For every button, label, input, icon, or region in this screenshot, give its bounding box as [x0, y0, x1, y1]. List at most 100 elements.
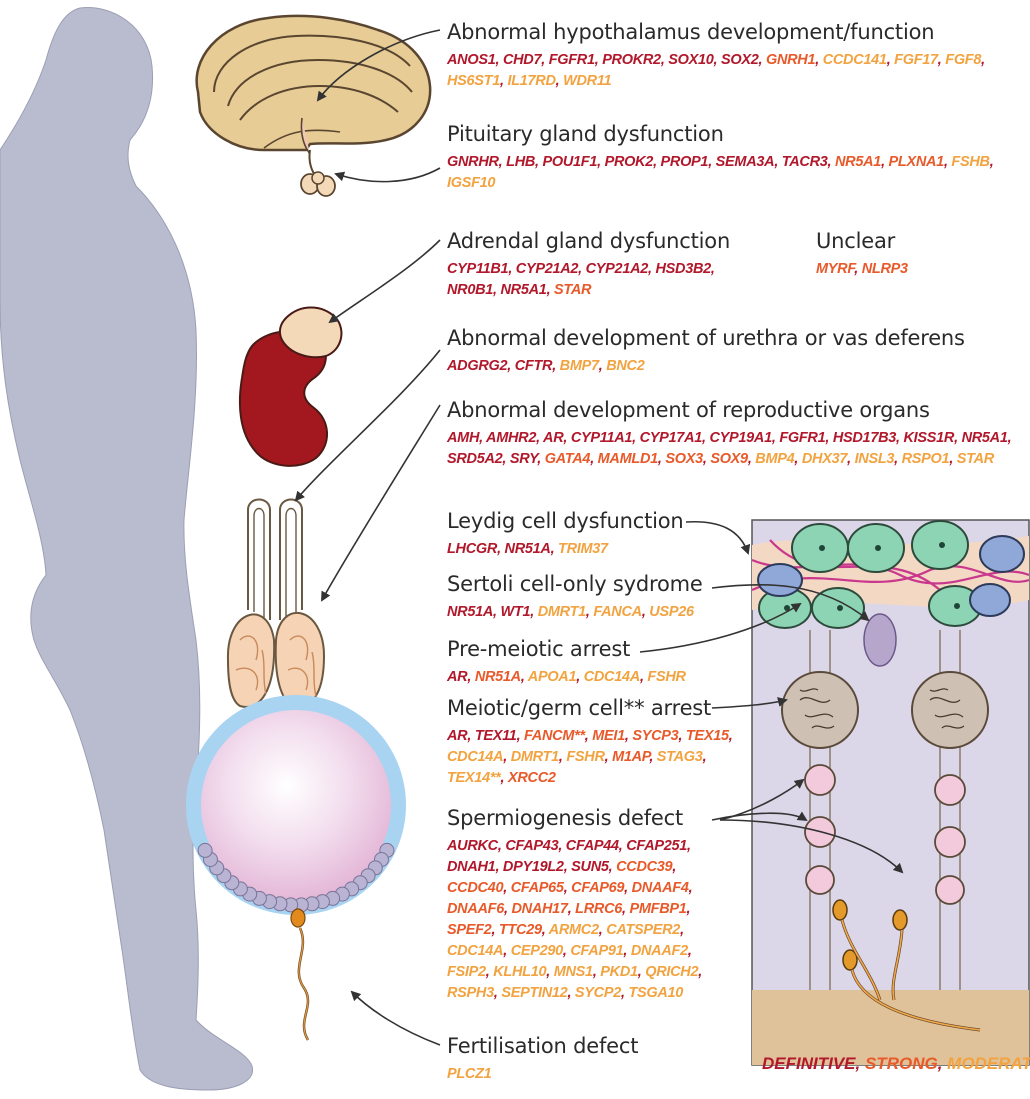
reproductive-title: Abnormal development of reproductive org… — [447, 398, 930, 422]
gene-separator: , — [774, 154, 781, 170]
gene-separator: , — [703, 749, 707, 765]
gene-separator: , — [479, 430, 486, 446]
gene-separator: , — [990, 154, 994, 170]
gene-separator: , — [794, 451, 801, 467]
gene-label: LHCGR — [447, 541, 497, 557]
gene-separator: , — [759, 52, 766, 68]
gene-separator: , — [672, 859, 676, 875]
gene-label: XRCC2 — [508, 770, 556, 786]
gene-separator: , — [653, 154, 660, 170]
gene-label: DMRT1 — [511, 749, 559, 765]
gene-separator: , — [815, 52, 822, 68]
gene-separator: , — [678, 728, 685, 744]
gene-label: PROKR2 — [602, 52, 661, 68]
meiotic-title: Meiotic/germ cell** arrest — [447, 696, 711, 720]
gene-label: MEI1 — [592, 728, 625, 744]
gene-label: FGF8 — [945, 52, 981, 68]
gene-separator: , — [729, 728, 733, 744]
gene-separator: , — [894, 451, 901, 467]
gene-label: STAR — [554, 282, 591, 298]
legend-strong: STRONG — [865, 1054, 938, 1073]
pituitary-genes: GNRHR, LHB, POU1F1, PROK2, PROP1, SEMA3A… — [447, 152, 1027, 194]
gene-label: TEX11 — [475, 728, 517, 744]
gene-label: DNAAF2 — [631, 943, 688, 959]
urethra-title: Abnormal development of urethra or vas d… — [447, 326, 965, 350]
gene-separator: , — [624, 880, 631, 896]
gene-separator: , — [503, 749, 510, 765]
adrenal-genes: CYP11B1, CYP21A2, CYP21A2, HSD3B2, NR0B1… — [447, 259, 767, 301]
gene-label: ANOS1 — [447, 52, 495, 68]
gene-separator: , — [847, 451, 854, 467]
gene-label: CDC14A — [447, 943, 503, 959]
legend-moderate: MODERATE — [947, 1054, 1030, 1073]
gene-separator: , — [590, 451, 597, 467]
gene-separator: , — [711, 261, 715, 277]
gene-label: STAG3 — [657, 749, 703, 765]
gene-separator: , — [825, 430, 832, 446]
sertoli-title: Sertoli cell-only sydrome — [447, 572, 703, 596]
gene-label: SYCP2 — [575, 985, 621, 1001]
gene-separator: , — [551, 541, 558, 557]
gene-label: FGF17 — [894, 52, 938, 68]
gene-separator: , — [567, 985, 574, 1001]
gene-separator: , — [541, 52, 548, 68]
gene-label: CFAP44 — [566, 838, 619, 854]
sertoli-genes: NR51A, WT1, DMRT1, FANCA, USP26 — [447, 602, 737, 623]
gene-separator: , — [521, 669, 528, 685]
gene-label: SRD5A2 — [447, 451, 502, 467]
gene-separator: , — [503, 880, 510, 896]
gene-label: CCDC40 — [447, 880, 503, 896]
gene-label: TEX14** — [447, 770, 501, 786]
gene-separator: , — [467, 669, 474, 685]
gene-separator: , — [896, 430, 903, 446]
gene-label: NR51A — [447, 604, 493, 620]
gene-label: DNAAF6 — [447, 901, 504, 917]
unclear-genes: MYRF, NLRP3 — [816, 259, 1016, 280]
gene-label: CFTR — [515, 358, 552, 374]
gene-label: CFAP91 — [570, 943, 623, 959]
gene-label: SOX2 — [721, 52, 759, 68]
brain-illustration — [197, 16, 431, 196]
gene-label: ARMC2 — [549, 922, 599, 938]
gene-separator: , — [689, 880, 693, 896]
gene-separator: , — [714, 52, 721, 68]
gene-label: GNRH1 — [766, 52, 815, 68]
gene-label: NR51A — [505, 541, 551, 557]
gene-label: POU1F1 — [543, 154, 598, 170]
gene-separator: , — [495, 52, 502, 68]
gene-separator: , — [493, 282, 500, 298]
evidence-legend: DEFINITIVE, STRONG, MODERATE — [762, 1054, 1030, 1074]
gene-separator: , — [708, 154, 715, 170]
gene-label: NLRP3 — [862, 261, 908, 277]
gene-label: FSHB — [951, 154, 989, 170]
gene-label: PLCZ1 — [447, 1066, 491, 1082]
gene-label: RSPO1 — [902, 451, 950, 467]
gene-label: CFAP251 — [626, 838, 687, 854]
gene-label: FANCA — [593, 604, 641, 620]
gene-label: AR — [447, 728, 467, 744]
leydig-genes: LHCGR, NR51A, TRIM37 — [447, 539, 727, 560]
gene-label: CHD7 — [503, 52, 541, 68]
gene-separator: , — [547, 282, 554, 298]
gene-label: NR0B1 — [447, 282, 493, 298]
gene-label: TRIM37 — [558, 541, 608, 557]
gene-separator: , — [828, 154, 835, 170]
gene-separator: , — [536, 430, 543, 446]
hypothalamus-genes: ANOS1, CHD7, FGFR1, PROKR2, SOX10, SOX2,… — [447, 50, 1027, 92]
gene-label: FANCM** — [524, 728, 585, 744]
gene-separator: , — [467, 728, 474, 744]
gene-separator: , — [493, 604, 500, 620]
gene-label: KISS1R — [904, 430, 955, 446]
egg-illustration — [186, 695, 406, 1040]
seminiferous-tubule-illustration — [752, 520, 1029, 1065]
gene-label: BNC2 — [606, 358, 644, 374]
gene-separator: , — [632, 430, 639, 446]
gene-label: DHX37 — [802, 451, 847, 467]
premeiotic-genes: AR, NR51A, APOA1, CDC14A, FSHR — [447, 667, 737, 688]
gene-separator: , — [502, 451, 509, 467]
gene-label: TSGA10 — [628, 985, 683, 1001]
gene-separator: , — [687, 838, 691, 854]
gene-label: PMFBP1 — [629, 901, 686, 917]
gene-label: HSD3B2 — [656, 261, 711, 277]
gene-label: PLXNA1 — [889, 154, 944, 170]
